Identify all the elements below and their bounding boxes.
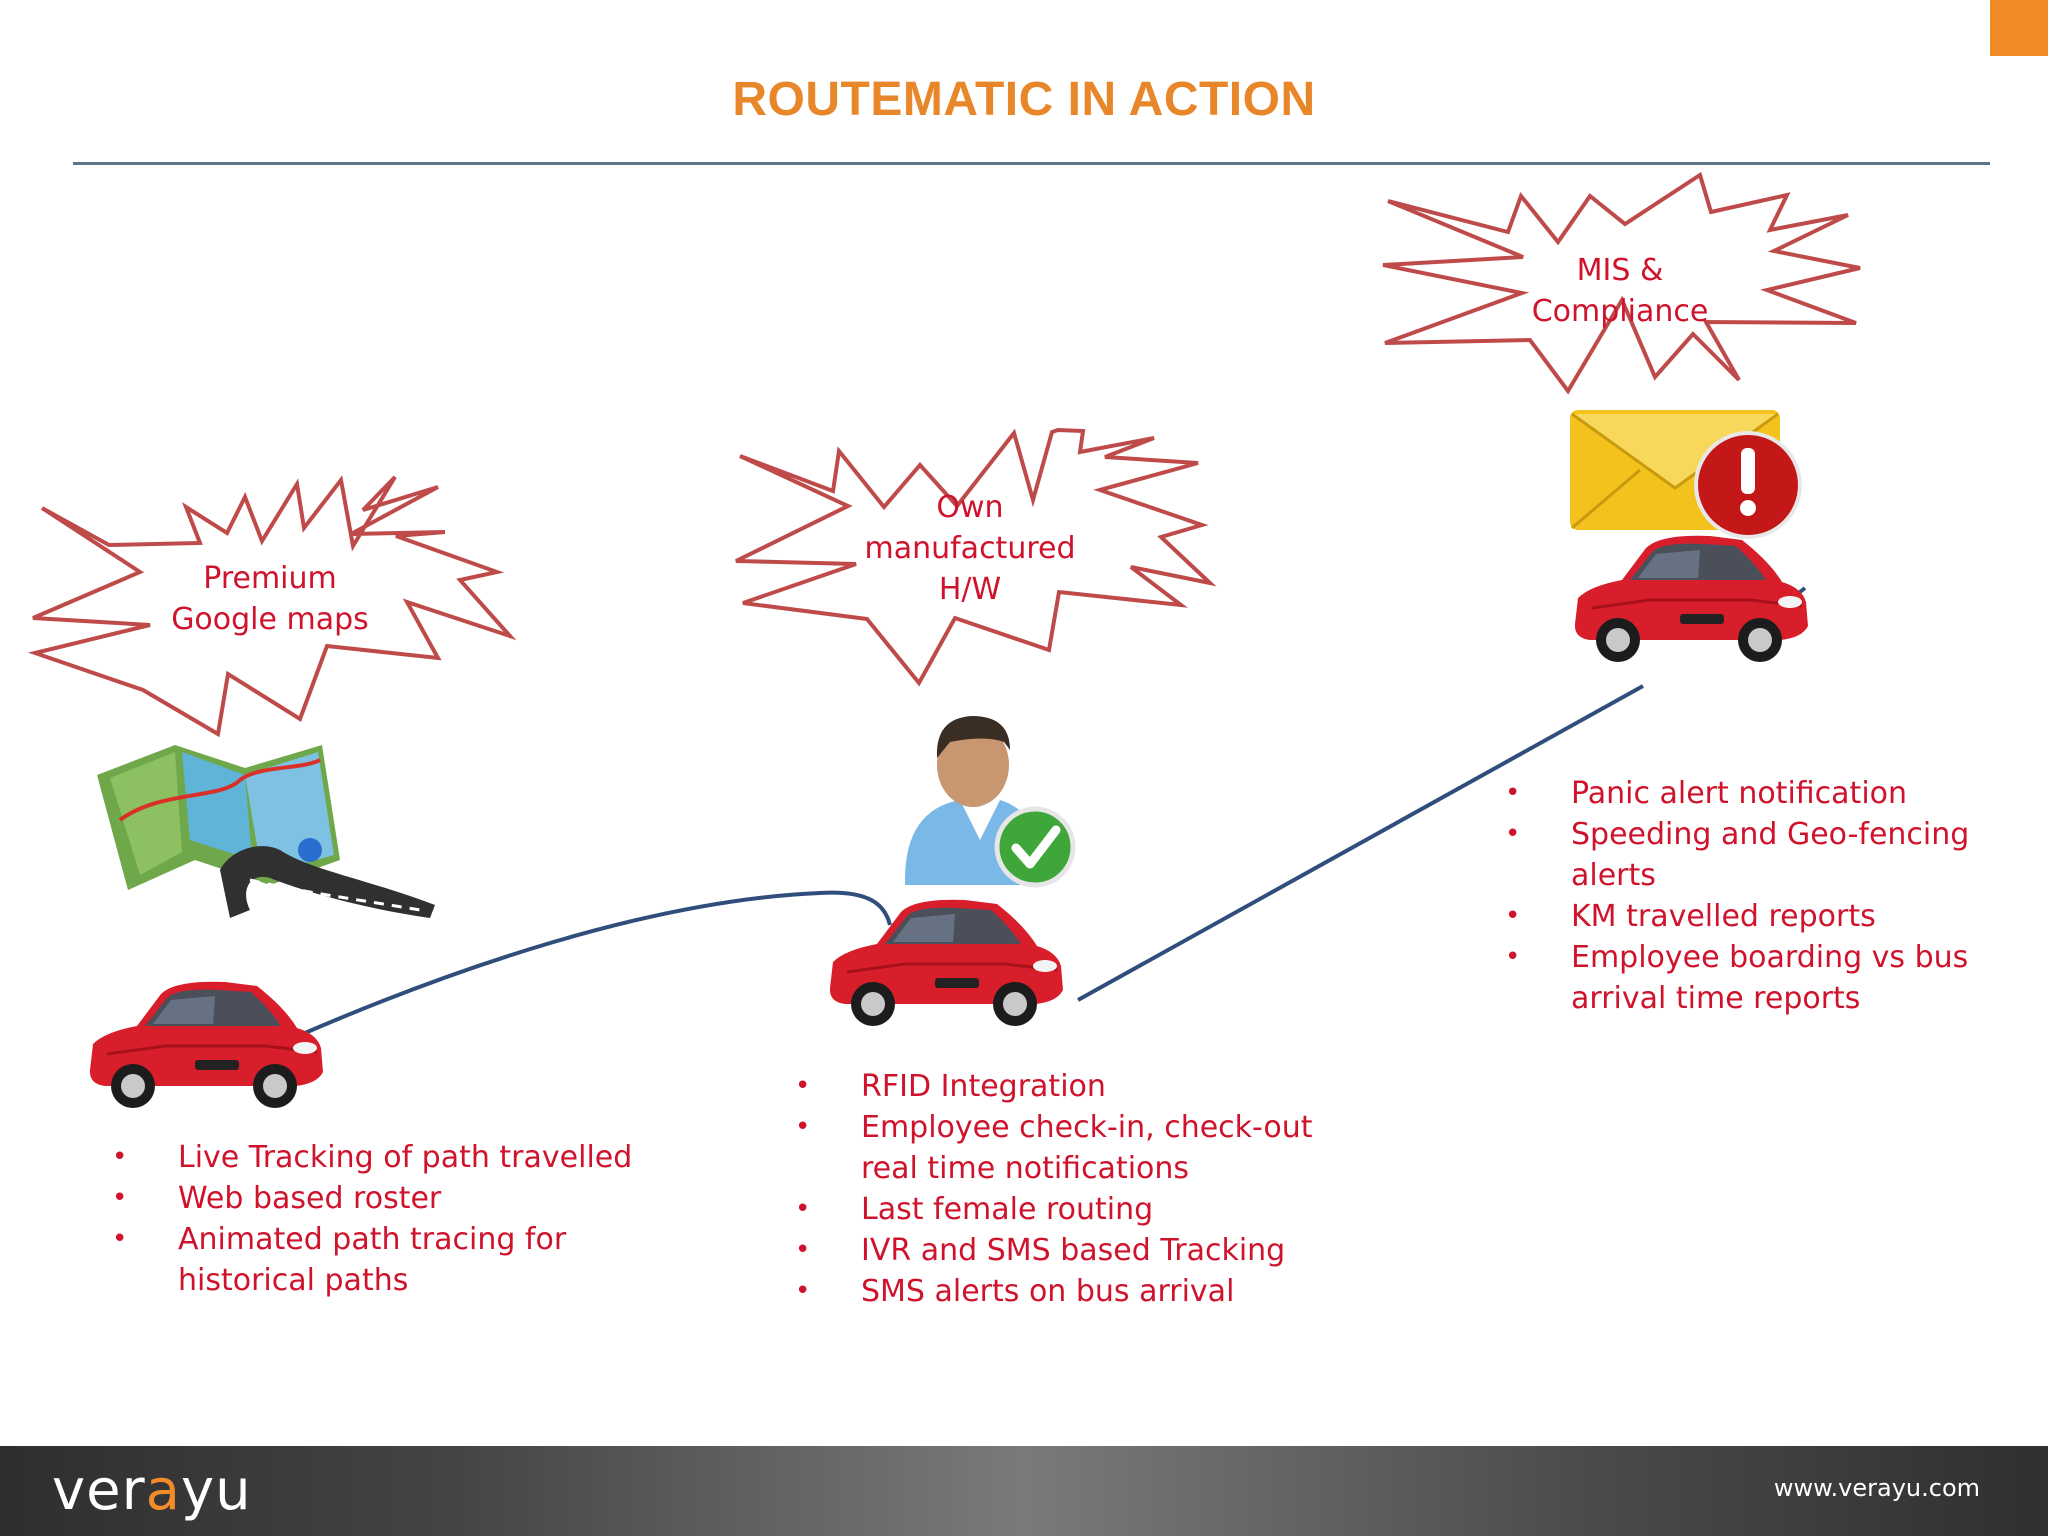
bullet-item: Employee check-in, check-out real time n…: [795, 1107, 1375, 1189]
route-line-segment: [1077, 684, 1644, 1002]
bullet-item: Web based roster: [112, 1178, 672, 1219]
alert-mail-icon: [1570, 410, 1802, 539]
bullet-item: Employee boarding vs bus arrival time re…: [1505, 937, 2045, 1019]
car-icon: [828, 898, 1065, 1028]
bullet-list-maps: Live Tracking of path travelledWeb based…: [112, 1137, 672, 1301]
burst-text-line: Compliance: [1531, 294, 1709, 329]
title-divider: [73, 162, 1990, 165]
logo-text-prefix: ver: [52, 1458, 146, 1523]
burst-text-line: Google maps: [171, 602, 369, 637]
bullet-item: Live Tracking of path travelled: [112, 1137, 672, 1178]
burst-text-line: Own: [936, 490, 1004, 525]
burst-text-line: manufactured: [864, 531, 1076, 566]
burst-shape: [1382, 171, 1861, 395]
bullet-item: KM travelled reports: [1505, 896, 2045, 937]
bullet-item: Speeding and Geo-fencing alerts: [1505, 814, 2045, 896]
bullet-item: SMS alerts on bus arrival: [795, 1271, 1375, 1312]
bullet-item: Animated path tracing for historical pat…: [112, 1219, 672, 1301]
burst-label-mis: MIS & Compliance: [1510, 250, 1730, 332]
route-line: [297, 890, 892, 1038]
corner-accent-tab: [1990, 0, 2048, 56]
bullet-item: RFID Integration: [795, 1066, 1375, 1107]
car-icon: [88, 980, 325, 1110]
bullet-item: IVR and SMS based Tracking: [795, 1230, 1375, 1271]
burst-text-line: MIS &: [1576, 253, 1664, 288]
map-icon: [97, 745, 435, 918]
burst-shape: [27, 475, 517, 738]
footer-url: www.verayu.com: [1773, 1474, 1980, 1502]
burst-shape: [735, 427, 1217, 687]
slide-title: ROUTEMATIC IN ACTION: [732, 73, 1316, 126]
verified-user-icon: [905, 716, 1076, 888]
logo-text-accent: a: [145, 1458, 181, 1523]
burst-text-line: Premium: [203, 561, 337, 596]
car-icon: [1573, 534, 1810, 664]
brand-logo: verayu: [52, 1458, 252, 1523]
logo-text-suffix: yu: [180, 1458, 252, 1523]
burst-text-line: H/W: [938, 572, 1002, 607]
bullet-item: Panic alert notification: [1505, 773, 2045, 814]
bullet-item: Last female routing: [795, 1189, 1375, 1230]
footer-bar: [0, 1446, 2048, 1536]
bullet-list-mis: Panic alert notificationSpeeding and Geo…: [1505, 773, 2045, 1019]
bullet-list-hw: RFID IntegrationEmployee check-in, check…: [795, 1066, 1375, 1312]
